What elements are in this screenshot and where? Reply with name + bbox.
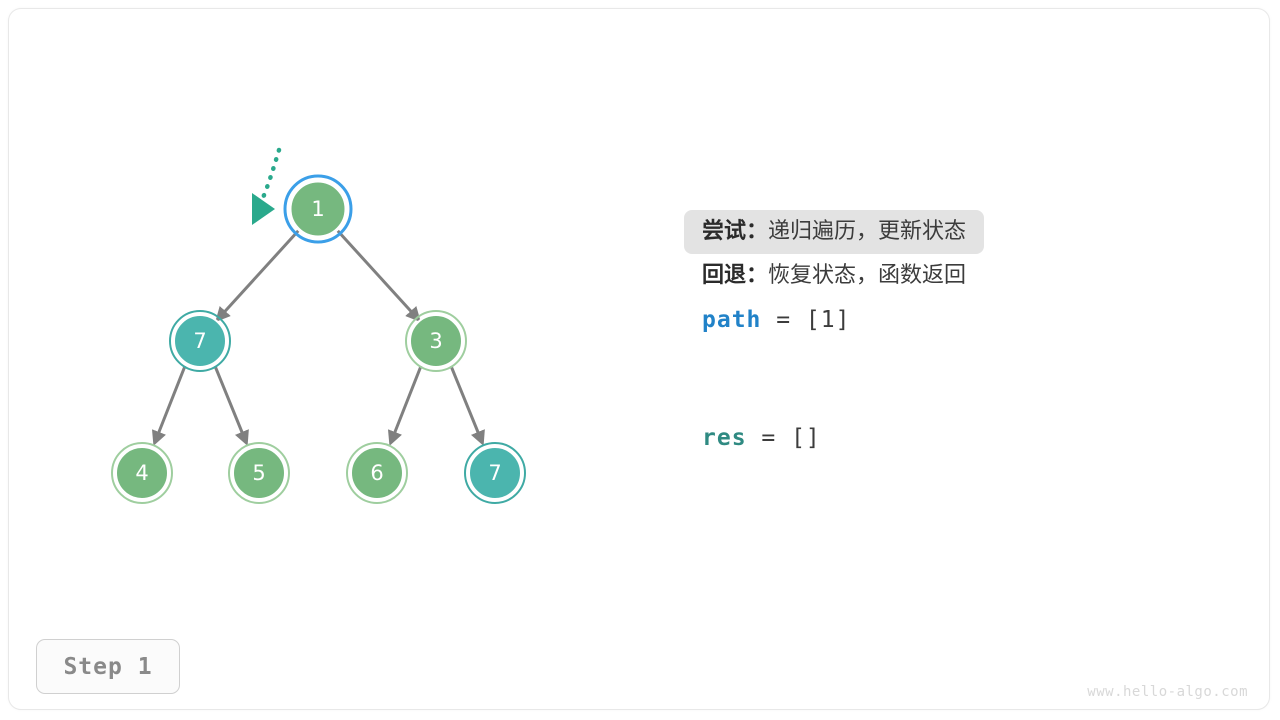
backtrack-text: 恢复状态，函数返回 <box>768 263 967 288</box>
path-variable-value: = [1] <box>761 307 851 333</box>
path-variable-name: path <box>702 307 762 333</box>
node-selection-ring <box>283 174 353 244</box>
node-ring <box>405 310 467 372</box>
node-circle <box>173 314 227 368</box>
node-ring <box>464 442 526 504</box>
edge-n3-n7 <box>449 365 485 446</box>
tree-node-2[interactable]: 7 <box>169 310 231 372</box>
path-variable-row: path = [1] <box>684 298 1204 342</box>
node-circle <box>409 314 463 368</box>
tree-node-1-label: 1 <box>311 197 324 221</box>
try-text: 递归遍历，更新状态 <box>768 219 967 244</box>
edge-n1-n2 <box>215 228 301 323</box>
tree-node-7[interactable]: 7 <box>464 442 526 504</box>
edge-n1-n3 <box>335 228 421 323</box>
node-ring <box>111 442 173 504</box>
backtrack-line-row: 回退：恢复状态，函数返回 <box>684 254 1204 298</box>
tree-node-5-label: 5 <box>252 461 265 485</box>
tree-node-3[interactable]: 3 <box>405 310 467 372</box>
node-ring <box>169 310 231 372</box>
try-line: 尝试：递归遍历，更新状态 <box>684 210 985 254</box>
edge-n2-n5 <box>213 365 249 446</box>
tree-node-1[interactable]: 1 <box>283 174 353 244</box>
try-line-row: 尝试：递归遍历，更新状态 <box>684 210 1204 254</box>
panel-spacer <box>684 342 1204 416</box>
res-variable-value: = [] <box>746 425 821 451</box>
pointer-dotted-trail-icon <box>259 147 282 203</box>
tree-node-4[interactable]: 4 <box>111 442 173 504</box>
watermark: www.hello-algo.com <box>1087 684 1248 700</box>
node-circle <box>468 446 522 500</box>
tree-node-7-label: 7 <box>488 461 501 485</box>
node-circle <box>232 446 286 500</box>
res-variable-row: res = [] <box>684 416 1204 460</box>
node-circle <box>350 446 404 500</box>
node-ring <box>228 442 290 504</box>
node-circle <box>115 446 169 500</box>
state-text-panel: 尝试：递归遍历，更新状态 回退：恢复状态，函数返回 path = [1] res… <box>684 210 1204 460</box>
tree-node-2-label: 7 <box>193 329 206 353</box>
tree-node-4-label: 4 <box>135 461 148 485</box>
try-label: 尝试： <box>702 219 769 244</box>
edge-n3-n6 <box>387 365 423 446</box>
step-badge: Step 1 <box>36 639 180 694</box>
binary-tree-diagram: 1 7 3 4 <box>60 130 620 550</box>
edge-n2-n4 <box>151 365 187 446</box>
tree-edges <box>151 228 485 446</box>
recursion-pointer <box>252 147 282 225</box>
backtrack-line: 回退：恢复状态，函数返回 <box>684 254 984 298</box>
node-ring <box>288 179 348 239</box>
tree-node-6[interactable]: 6 <box>346 442 408 504</box>
res-variable-name: res <box>702 425 747 451</box>
node-ring <box>346 442 408 504</box>
tree-node-5[interactable]: 5 <box>228 442 290 504</box>
tree-node-3-label: 3 <box>429 329 442 353</box>
pointer-triangle-icon <box>252 193 275 225</box>
backtrack-label: 回退： <box>702 263 769 288</box>
tree-node-6-label: 6 <box>370 461 383 485</box>
